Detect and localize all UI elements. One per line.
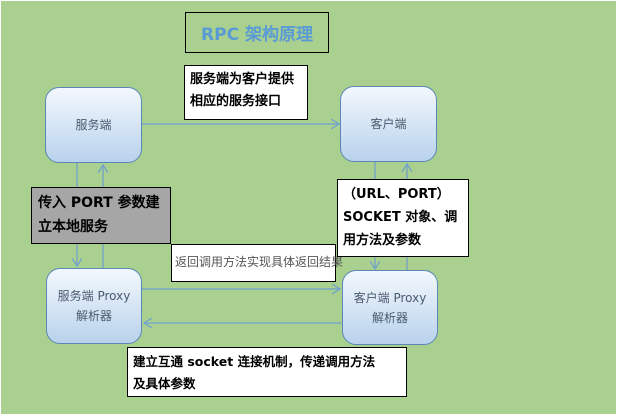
note-return-result: 返回调用方法实现具体返回结果 bbox=[171, 244, 343, 282]
node-label: 客户端 bbox=[370, 117, 407, 131]
node-server: 服务端 bbox=[45, 87, 142, 163]
note-client-socket: （URL、PORT） SOCKET 对象、调 用方法及参数 bbox=[337, 179, 469, 257]
note-line: 立本地服务 bbox=[38, 219, 108, 235]
node-label: 客户端 Proxy bbox=[353, 290, 427, 305]
node-client: 客户端 bbox=[340, 86, 437, 162]
node-label: 解析器 bbox=[75, 309, 112, 323]
title-box: RPC 架构原理 bbox=[185, 12, 329, 53]
node-client-proxy: 客户端 Proxy 解析器 bbox=[342, 270, 438, 345]
note-line: 相应的服务接口 bbox=[190, 94, 282, 109]
diagram-title: RPC 架构原理 bbox=[201, 25, 313, 45]
note-line: 传入 PORT 参数建 bbox=[38, 195, 160, 211]
note-line: 服务端为客户提供 bbox=[190, 72, 295, 87]
note-line: 用方法及参数 bbox=[343, 233, 422, 248]
note-line: 及具体参数 bbox=[133, 376, 196, 391]
note-line: 建立互通 socket 连接机制，传递调用方法 bbox=[133, 354, 376, 369]
note-local-service: 传入 PORT 参数建 立本地服务 bbox=[31, 187, 171, 244]
note-socket-mechanism: 建立互通 socket 连接机制，传递调用方法 及具体参数 bbox=[127, 347, 407, 397]
node-label: 解析器 bbox=[371, 310, 408, 325]
node-label: 服务端 Proxy bbox=[57, 289, 131, 303]
node-label: 服务端 bbox=[75, 118, 112, 132]
node-server-proxy: 服务端 Proxy 解析器 bbox=[46, 268, 142, 344]
note-line: SOCKET 对象、调 bbox=[343, 210, 458, 225]
note-line: （URL、PORT） bbox=[343, 187, 450, 202]
note-text: 返回调用方法实现具体返回结果 bbox=[175, 255, 344, 269]
note-provide-interface: 服务端为客户提供 相应的服务接口 bbox=[184, 65, 308, 120]
